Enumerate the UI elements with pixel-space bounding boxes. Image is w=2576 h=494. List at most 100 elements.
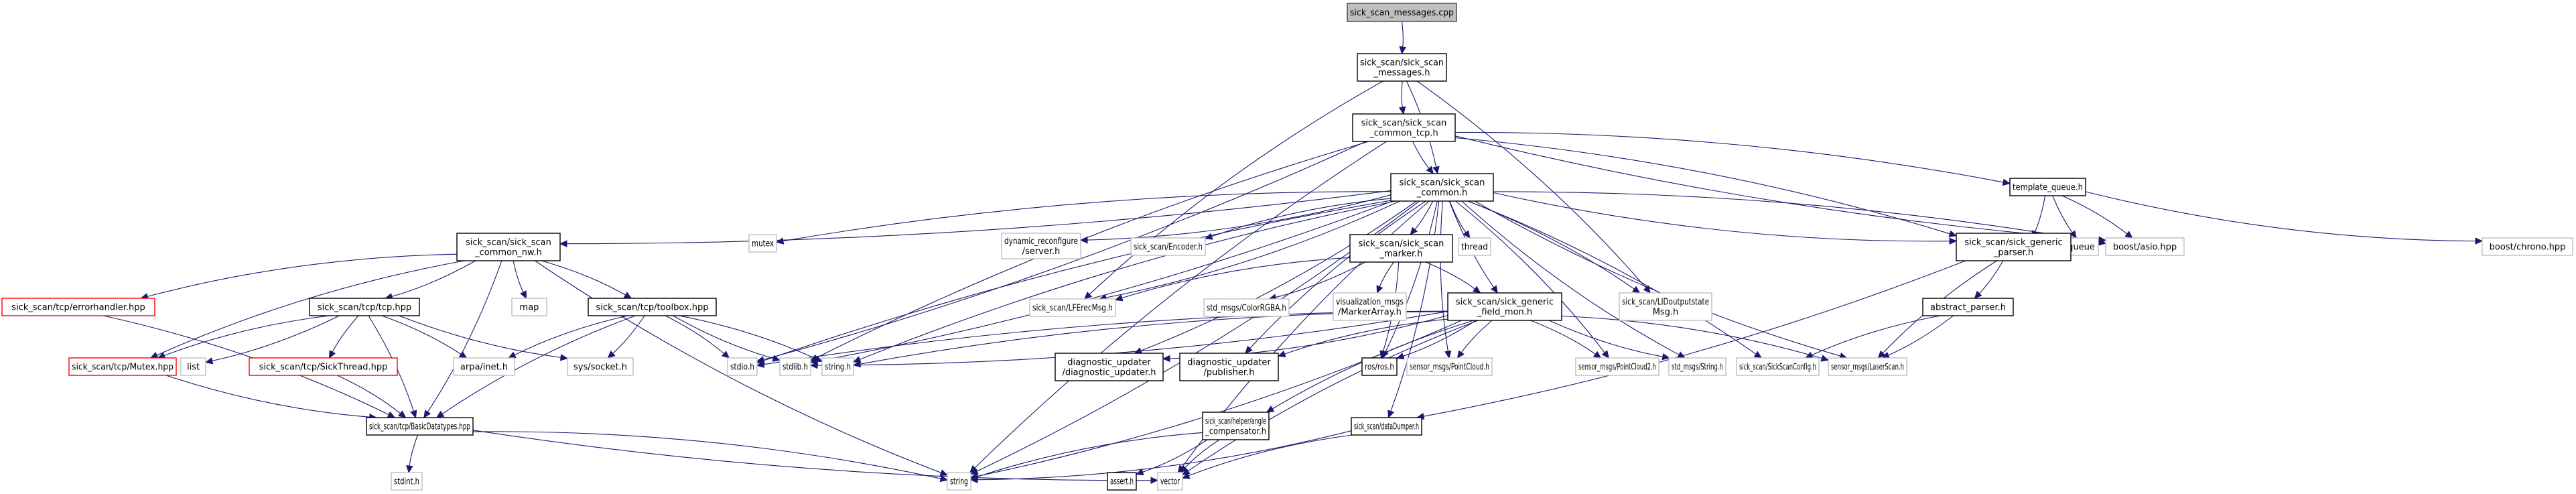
node-box	[1029, 298, 1116, 317]
node-box	[1, 298, 155, 316]
node-tcp-hpp[interactable]: sick_scan/tcp/tcp.hpp	[309, 298, 420, 316]
node-marker-h[interactable]: sick_scan/sick_scan_marker.h	[1349, 234, 1453, 263]
edge-line	[1423, 260, 1966, 417]
edges-layer	[103, 21, 2484, 484]
node-label: vector	[1160, 477, 1180, 487]
edge-line	[1454, 135, 2100, 241]
node-label: sensor_msgs/PointCloud2.h	[1578, 363, 1656, 373]
node-abstract-parser[interactable]: abstract_parser.h	[1922, 298, 2014, 316]
node-diag-updater[interactable]: diagnostic_updater/diagnostic_updater.h	[1055, 353, 1164, 381]
node-errorhandler[interactable]: sick_scan/tcp/errorhandler.hpp	[1, 298, 155, 316]
edge-line	[1449, 200, 1467, 233]
node-box	[1107, 472, 1137, 491]
arrowhead-icon	[809, 361, 818, 369]
arrowhead-icon	[328, 350, 336, 359]
arrowhead-icon	[1601, 350, 1610, 359]
edge-messages_h-to-lferec	[1083, 80, 1383, 300]
node-common-nw-h[interactable]: sick_scan/sick_scan_common_nw.h	[456, 233, 561, 261]
node-label: _compensator.h	[1205, 427, 1266, 437]
edge-line	[817, 311, 1448, 366]
edge-line	[1379, 261, 1394, 287]
node-box	[249, 357, 398, 376]
edge-common_h-to-mutex	[775, 191, 1392, 245]
node-box	[1361, 357, 1398, 376]
node-encoder: sick_scan/Encoder.h	[1130, 237, 1206, 256]
node-label: sick_scan/LIDoutputstate	[1622, 298, 1709, 308]
node-label: list	[187, 363, 200, 373]
node-box	[1922, 298, 2014, 316]
node-generic-parser[interactable]: sick_scan/sick_generic_parser.h	[1956, 233, 2072, 261]
node-label: dynamic_reconfigure	[1004, 237, 1078, 247]
node-box	[1352, 113, 1456, 142]
edge-line	[673, 315, 774, 359]
edge-line	[1414, 200, 1434, 230]
node-angle-comp[interactable]: sick_scan/helper/angle_compensator.h	[1202, 412, 1270, 440]
node-label: ros/ros.h	[1365, 363, 1394, 373]
arrowhead-icon	[1592, 351, 1602, 359]
edge-template_queue_h-to-boost_chrono	[2085, 191, 2484, 245]
node-assert-h[interactable]: assert.h	[1107, 472, 1137, 491]
node-field-mon[interactable]: sick_scan/sick_generic_field_mon.h	[1447, 292, 1562, 321]
node-label: /diagnostic_updater.h	[1062, 368, 1156, 378]
node-markerarray: visualization_msgs/MarkerArray.h	[1333, 292, 1407, 321]
arrowhead-icon	[607, 351, 616, 359]
node-box	[511, 298, 547, 316]
node-label: sick_scan/LFErecMsg.h	[1032, 304, 1113, 314]
edge-abstract_parser-to-laserscan	[1881, 315, 1954, 359]
edge-abstract_parser-to-sickscanconfig	[1804, 315, 1941, 359]
edge-line	[1561, 315, 1822, 359]
arrowhead-icon	[1114, 294, 1124, 302]
edge-line	[1211, 198, 1392, 237]
node-box	[1619, 292, 1712, 321]
node-label: sick_scan/Encoder.h	[1134, 243, 1203, 253]
arrowhead-icon	[1180, 465, 1189, 473]
arrowhead-icon	[969, 468, 979, 475]
node-box	[1575, 357, 1659, 376]
edge-line	[409, 434, 418, 467]
edge-marker_h-to-markerarray	[1376, 261, 1394, 294]
node-sys-socket: sys/socket.h	[567, 357, 634, 376]
node-template-queue-h[interactable]: template_queue.h	[2009, 178, 2086, 196]
edge-basic_datatypes-to-stdint	[406, 434, 418, 474]
node-box	[1956, 233, 2072, 261]
edge-line	[977, 432, 1203, 477]
arrowhead-icon	[1396, 353, 1405, 360]
arrowhead-icon	[1456, 350, 1465, 359]
node-box	[391, 472, 423, 491]
node-common-h[interactable]: sick_scan/sick_scan_common.h	[1390, 173, 1494, 202]
node-diag-publisher[interactable]: diagnostic_updater/publisher.h	[1179, 353, 1279, 381]
edge-line	[1189, 434, 1353, 477]
node-label: sick_scan/sick_generic	[1964, 238, 2062, 248]
arrowhead-icon	[397, 410, 407, 418]
node-mutex-hpp[interactable]: sick_scan/tcp/Mutex.hpp	[68, 357, 177, 376]
node-label: Msg.h	[1653, 308, 1679, 318]
node-mutex: mutex	[748, 234, 777, 253]
node-datadumper[interactable]: sick_scan/dataDumper.h	[1351, 417, 1422, 436]
edge-generic_parser-to-datadumper	[1416, 260, 1966, 420]
node-ros-h[interactable]: ros/ros.h	[1361, 357, 1398, 376]
edge-common_tcp_h-to-generic_parser	[1454, 137, 1958, 237]
edge-tcp_hpp-to-mutex_hpp	[157, 315, 330, 359]
node-messages-h[interactable]: sick_scan/sick_scan_messages.h	[1357, 53, 1447, 82]
edge-line	[1888, 315, 1954, 356]
edge-common_h-to-sickscanconfig	[1467, 200, 1763, 359]
edge-line	[337, 375, 401, 414]
edge-line	[1467, 200, 1635, 290]
arrowhead-icon	[2124, 231, 2133, 239]
edge-line	[1978, 260, 2004, 294]
node-root[interactable]: sick_scan_messages.cpp	[1347, 3, 1457, 22]
node-basic-datatypes[interactable]: sick_scan/tcp/BasicDatatypes.hpp	[366, 417, 474, 436]
node-toolbox[interactable]: sick_scan/tcp/toolbox.hpp	[588, 298, 717, 316]
node-sickthread[interactable]: sick_scan/tcp/SickThread.hpp	[249, 357, 398, 376]
node-common-tcp-h[interactable]: sick_scan/sick_scan_common_tcp.h	[1352, 113, 1456, 142]
node-dyn-reconf: dynamic_reconfigure/server.h	[1001, 233, 1081, 259]
nodes-layer: sick_scan_messages.cpp sick_scan/sick_sca…	[1, 3, 2573, 491]
edge-tcp_hpp-to-arpa_inet	[381, 315, 468, 359]
edge-line	[103, 315, 389, 416]
edge-line	[1474, 200, 1841, 357]
edge-line	[1493, 191, 2100, 243]
arrowhead-icon	[939, 475, 949, 483]
node-box	[1458, 237, 1491, 256]
arrowhead-icon	[1490, 285, 1498, 294]
